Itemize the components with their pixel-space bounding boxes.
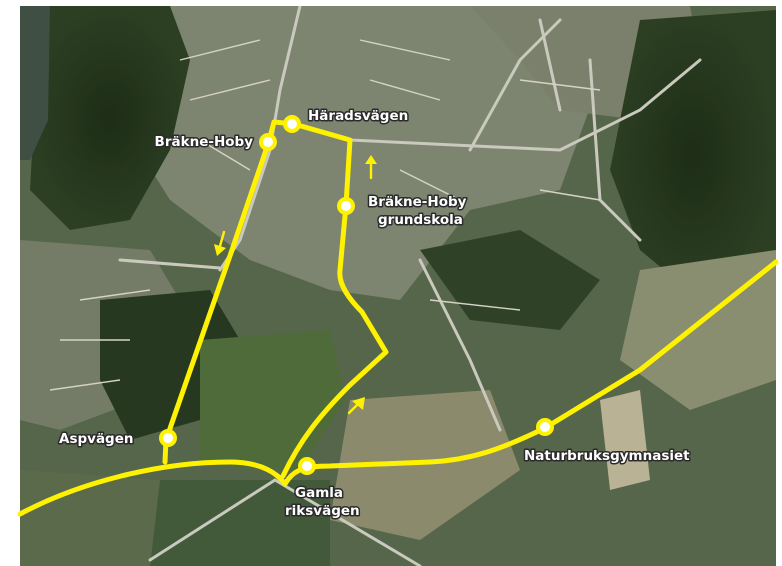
stop-gamla-riksvagen[interactable]: Gamla riksvägen (284, 457, 361, 521)
stop-label-grundskola: Bräkne-Hoby grundskola (368, 194, 471, 228)
aerial-photo (20, 6, 776, 566)
stop-marker-icon[interactable] (159, 429, 177, 447)
arrow-south-icon (214, 230, 226, 256)
stop-naturbruksgymnasiet[interactable]: Naturbruksgymnasiet (523, 418, 692, 466)
stop-marker-icon[interactable] (298, 457, 316, 475)
main-road-route[interactable] (17, 259, 779, 517)
stop-label-naturbruksgymnasiet: Naturbruksgymnasiet (524, 448, 690, 464)
stop-brakne-hoby[interactable]: Bräkne-Hoby (153, 133, 277, 152)
stop-marker-icon[interactable] (337, 197, 355, 215)
residential-streets (49, 39, 601, 391)
village-loop-route[interactable] (162, 119, 389, 479)
stop-label-gamla-riksvagen: Gamla riksvägen (285, 485, 360, 519)
stop-aspvagen[interactable]: Aspvägen (58, 429, 177, 449)
arrow-north-icon (365, 155, 377, 180)
sports-field (600, 390, 650, 490)
forest-center (420, 230, 600, 330)
forest-east (610, 10, 776, 300)
direction-arrows (214, 155, 377, 415)
field-south (330, 390, 520, 540)
stop-marker-icon[interactable] (259, 133, 277, 151)
field-south-west (20, 470, 160, 566)
stop-haradsvagen[interactable]: Häradsvägen (283, 107, 410, 133)
arrow-northeast-icon (347, 397, 365, 415)
stop-marker-icon[interactable] (283, 115, 301, 133)
stop-label-aspvagen: Aspvägen (59, 431, 134, 447)
stop-label-haradsvagen: Häradsvägen (308, 108, 408, 124)
bus-routes (17, 119, 779, 517)
stop-marker-icon[interactable] (536, 418, 554, 436)
forest-northwest (30, 6, 190, 230)
field-southwest (150, 480, 330, 566)
stop-label-brakne-hoby: Bräkne-Hoby (155, 134, 254, 150)
water-edge (20, 6, 50, 160)
stop-markers: Häradsvägen Bräkne-Hoby Bräkne-Hoby grun… (58, 107, 692, 521)
stop-grundskola[interactable]: Bräkne-Hoby grundskola (337, 193, 471, 230)
